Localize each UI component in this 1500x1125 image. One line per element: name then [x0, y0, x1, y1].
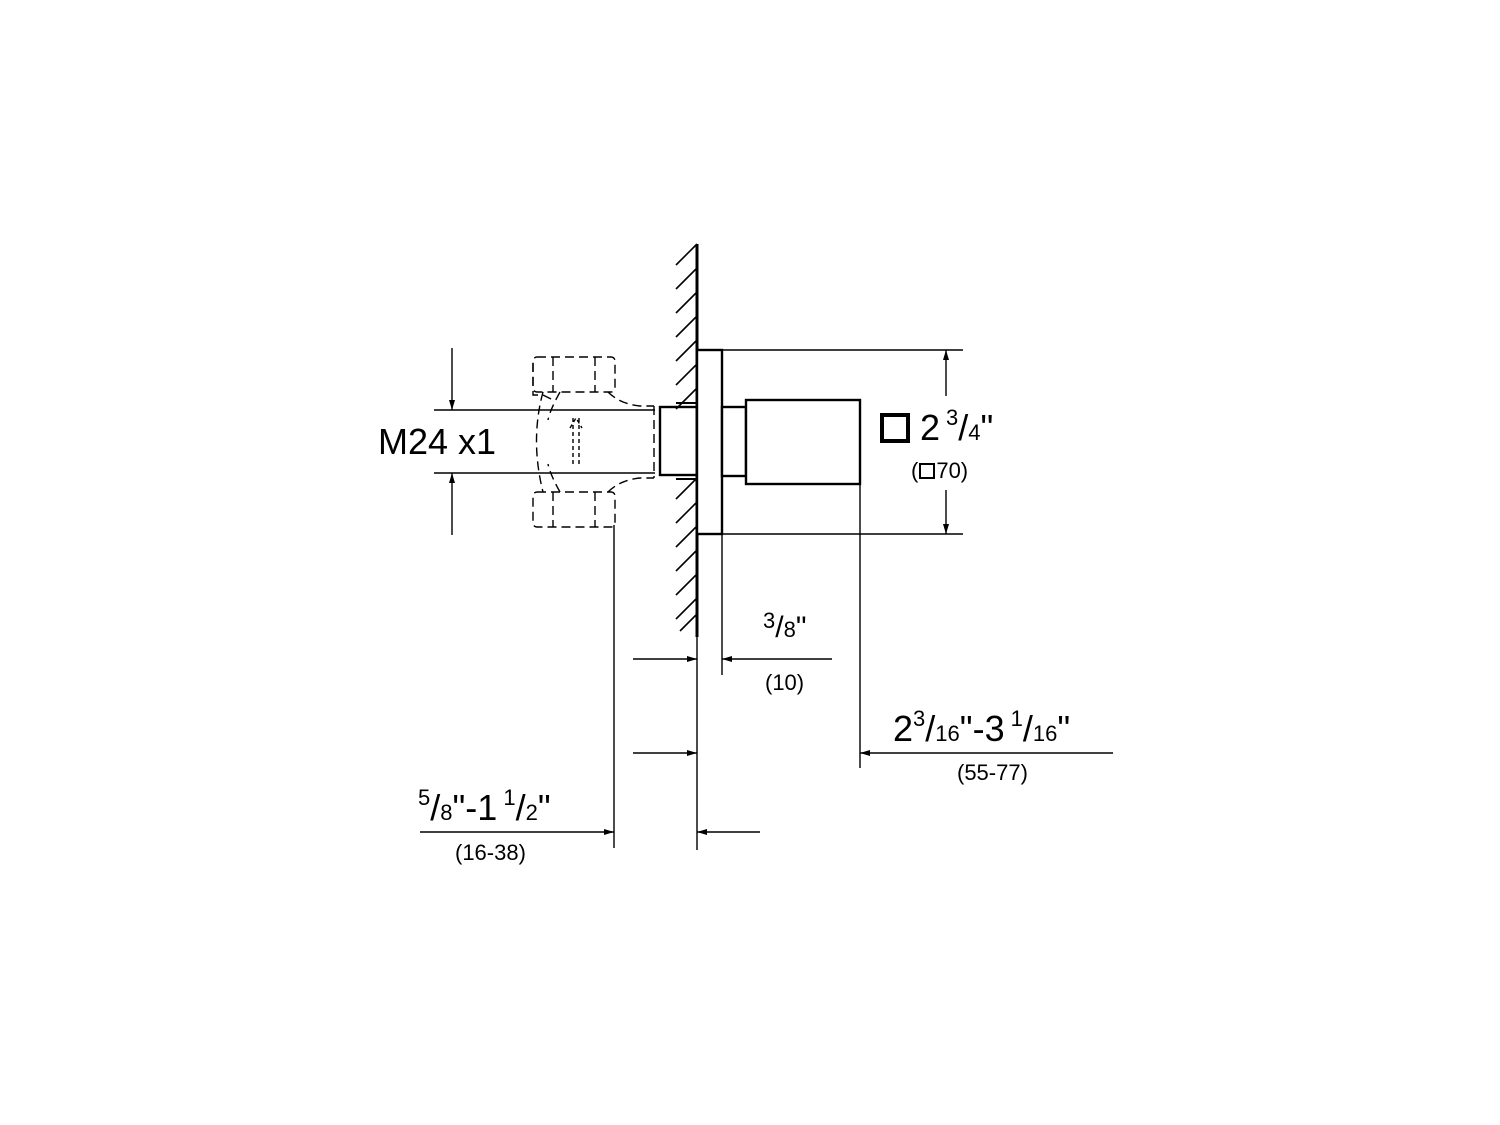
square-small-icon: [919, 463, 936, 479]
thread-size-label: M24 x1: [378, 421, 497, 462]
plate-thickness-metric: (10): [765, 670, 805, 695]
square-size-label: 234/4": [880, 407, 993, 446]
wall-hatch: [675, 243, 699, 637]
square-size-metric: (70): [911, 458, 969, 483]
projection-metric: (55-77): [957, 760, 1028, 785]
square-icon: [880, 413, 910, 443]
connector-nipple: [658, 402, 699, 480]
wall-depth-dimension: [420, 525, 760, 848]
wall-plate: [695, 348, 724, 536]
plate-thickness-label: 3/8": [763, 608, 807, 644]
projection-dimension: [633, 484, 1113, 768]
outlet-body: [720, 398, 862, 486]
thread-extension-lines: [434, 348, 655, 535]
plate-thickness-dimension: [633, 534, 832, 850]
hidden-fitting: [532, 356, 655, 528]
square-size-dimension: [722, 349, 963, 535]
wall-depth-metric: (16-38): [455, 840, 526, 865]
